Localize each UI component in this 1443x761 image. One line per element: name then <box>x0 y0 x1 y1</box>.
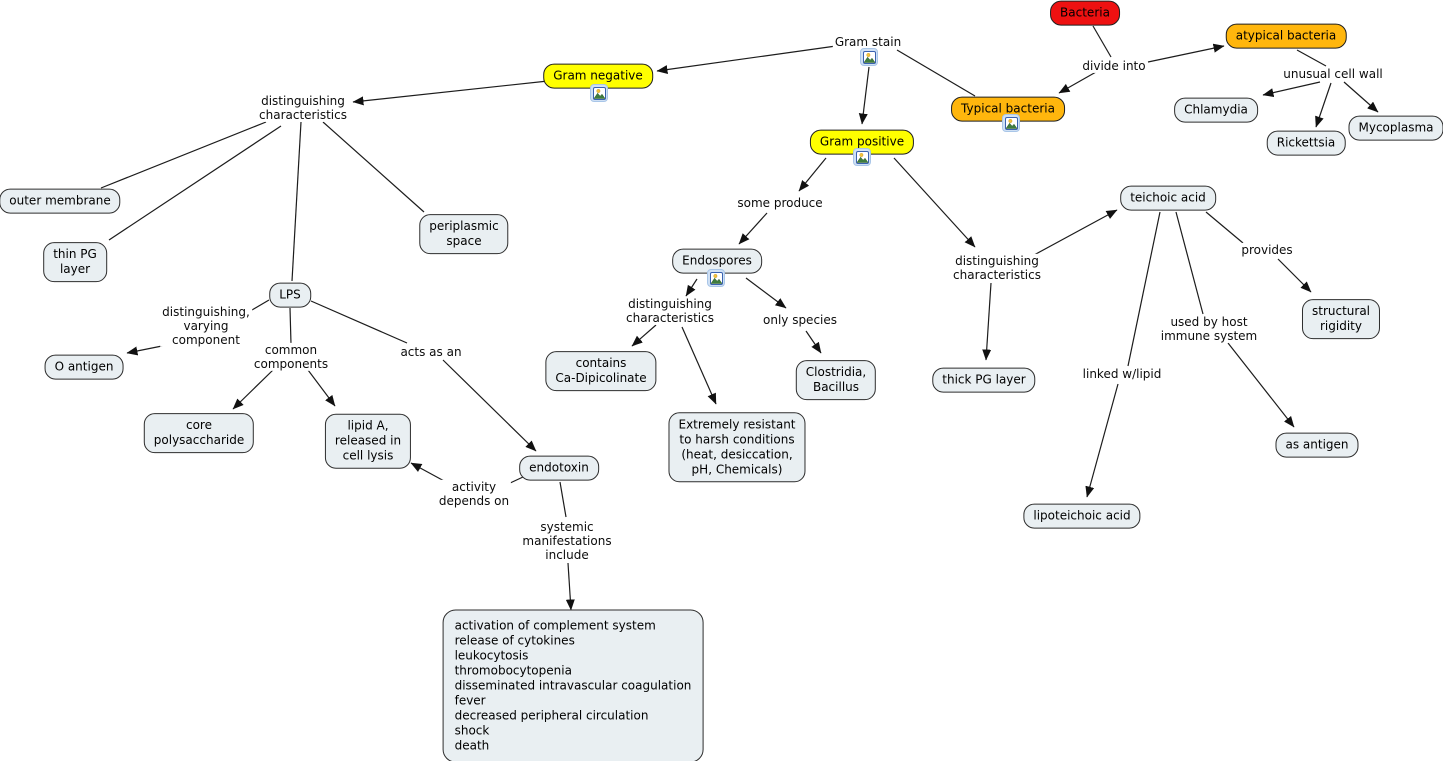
linking-phrase-only-species[interactable]: only species <box>760 312 840 328</box>
linking-phrase-distinguishing-characteristics-gram-negative[interactable]: distinguishing characteristics <box>257 93 349 123</box>
linking-phrase-some-produce[interactable]: some produce <box>735 195 825 211</box>
concept-lipoteichoic-acid[interactable]: lipoteichoic acid <box>1023 503 1141 529</box>
concept-thin-pg-layer[interactable]: thin PG layer <box>43 242 107 282</box>
concept-atypical-bacteria[interactable]: atypical bacteria <box>1225 23 1347 49</box>
concept-outer-membrane[interactable]: outer membrane <box>0 188 121 214</box>
concept-lipid-a[interactable]: lipid A, released in cell lysis <box>324 413 412 469</box>
linking-phrase-linked-w-lipid[interactable]: linked w/lipid <box>1080 366 1164 382</box>
concept-bacteria[interactable]: Bacteria <box>1050 0 1120 26</box>
linking-phrase-used-by-host-immune-system[interactable]: used by host immune system <box>1158 314 1260 344</box>
linking-phrase-distinguishing-characteristics-gram-positive[interactable]: distinguishing characteristics <box>951 253 1043 283</box>
image-resource-icon[interactable] <box>860 48 878 66</box>
concept-o-antigen[interactable]: O antigen <box>44 354 124 380</box>
image-resource-icon[interactable] <box>1002 114 1020 132</box>
linking-phrase-systemic-manifestations-include[interactable]: systemic manifestations include <box>520 519 614 563</box>
concept-extremely-resistant[interactable]: Extremely resistant to harsh conditions … <box>668 412 806 482</box>
concept-chlamydia[interactable]: Chlamydia <box>1174 97 1258 123</box>
linking-phrase-divide-into[interactable]: divide into <box>1080 58 1148 74</box>
linking-phrase-distinguishing-varying-component[interactable]: distinguishing, varying component <box>160 304 252 348</box>
concept-endotoxin[interactable]: endotoxin <box>519 455 599 481</box>
image-icon <box>1004 116 1018 130</box>
image-resource-icon[interactable] <box>853 148 871 166</box>
concept-teichoic-acid[interactable]: teichoic acid <box>1120 185 1216 211</box>
concept-lps[interactable]: LPS <box>269 282 311 308</box>
linking-phrase-distinguishing-characteristics-endospores[interactable]: distinguishing characteristics <box>624 296 716 326</box>
linking-phrase-acts-as-an[interactable]: acts as an <box>398 344 464 360</box>
linking-phrase-provides[interactable]: provides <box>1239 242 1295 258</box>
concept-rickettsia[interactable]: Rickettsia <box>1266 130 1346 156</box>
concept-periplasmic-space[interactable]: periplasmic space <box>419 214 509 254</box>
linking-phrase-gram-stain[interactable]: Gram stain <box>832 34 904 50</box>
concept-thick-pg-layer[interactable]: thick PG layer <box>932 367 1036 393</box>
linking-phrase-common-components[interactable]: common components <box>251 342 331 372</box>
concept-contains-ca-dipicolinate[interactable]: contains Ca-Dipicolinate <box>545 351 657 391</box>
concept-mycoplasma[interactable]: Mycoplasma <box>1348 115 1443 141</box>
concept-core-polysaccharide[interactable]: core polysaccharide <box>143 413 255 453</box>
concept-as-antigen[interactable]: as antigen <box>1275 432 1359 458</box>
linking-phrase-unusual-cell-wall[interactable]: unusual cell wall <box>1281 66 1385 82</box>
concept-clostridia-bacillus[interactable]: Clostridia, Bacillus <box>795 360 877 400</box>
linking-phrase-activity-depends-on[interactable]: activity depends on <box>436 479 512 509</box>
concept-systemic-effects-list[interactable]: activation of complement system release … <box>442 609 704 761</box>
image-resource-icon[interactable] <box>707 269 725 287</box>
concept-structural-rigidity[interactable]: structural rigidity <box>1301 299 1381 339</box>
image-icon <box>855 150 869 164</box>
image-icon <box>592 86 606 100</box>
image-icon <box>709 271 723 285</box>
image-icon <box>862 50 876 64</box>
image-resource-icon[interactable] <box>590 84 608 102</box>
